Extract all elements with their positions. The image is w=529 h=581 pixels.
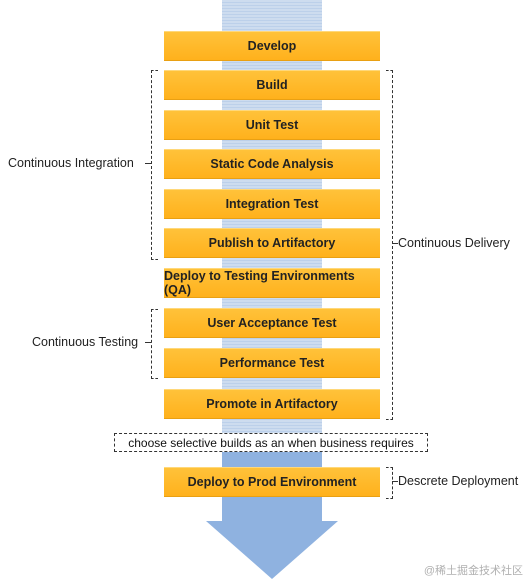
bracket-continuous-testing — [151, 309, 158, 379]
label-descrete-deployment: Descrete Deployment — [398, 474, 519, 488]
stage-deploy-to-prod: Deploy to Prod Environment — [164, 467, 380, 497]
label-continuous-integration: Continuous Integration — [8, 156, 134, 170]
bracket-tick-continuous-delivery — [392, 243, 398, 244]
stage-integration-test: Integration Test — [164, 189, 380, 219]
bracket-descrete-deployment — [386, 467, 393, 499]
bracket-continuous-delivery — [386, 70, 393, 420]
label-continuous-testing: Continuous Testing — [32, 335, 139, 349]
stage-publish-to-artifactory: Publish to Artifactory — [164, 228, 380, 258]
stage-promote-in-artifactory: Promote in Artifactory — [164, 389, 380, 419]
label-continuous-delivery: Continuous Delivery — [398, 236, 510, 250]
bracket-tick-descrete-deployment — [392, 481, 398, 482]
pipeline-arrow-head — [206, 521, 338, 579]
stage-performance-test: Performance Test — [164, 348, 380, 378]
watermark: @稀土掘金技术社区 — [423, 565, 523, 577]
stage-user-acceptance-test: User Acceptance Test — [164, 308, 380, 338]
stage-unit-test: Unit Test — [164, 110, 380, 140]
bracket-tick-continuous-testing — [145, 342, 151, 343]
note-selective-builds: choose selective builds as an when busin… — [114, 433, 428, 452]
bracket-tick-continuous-integration — [145, 163, 151, 164]
bracket-continuous-integration — [151, 70, 158, 260]
stage-build: Build — [164, 70, 380, 100]
stage-static-code-analysis: Static Code Analysis — [164, 149, 380, 179]
stage-develop: Develop — [164, 31, 380, 61]
stage-deploy-to-testing: Deploy to Testing Environments (QA) — [164, 268, 380, 298]
